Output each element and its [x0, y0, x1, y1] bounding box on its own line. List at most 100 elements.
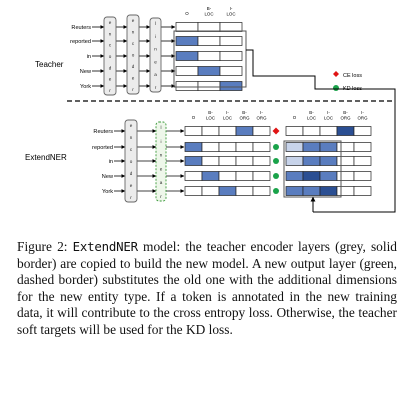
- teacher-header-label: LOC: [204, 12, 213, 17]
- teacher-soft-target-box: [173, 30, 247, 88]
- student-token: New: [102, 174, 114, 180]
- student-encoder-letter: e: [130, 123, 133, 128]
- student-encoder-letter: o: [130, 159, 133, 164]
- student-output-cell: [252, 171, 271, 181]
- teacher-encoder-2: [126, 14, 140, 95]
- teacher-output-cell: [175, 36, 199, 46]
- student-output-cell: [218, 126, 237, 136]
- student-output-cell: [218, 186, 237, 196]
- target-output-cell: [336, 171, 355, 181]
- target-output-cell: [336, 142, 355, 152]
- student-linear: [155, 121, 167, 202]
- target-output-cell: [353, 171, 372, 181]
- teacher-token: Reuters: [71, 25, 91, 31]
- target-output-cell: [285, 156, 304, 166]
- target-output-cell: [302, 186, 321, 196]
- student-label: ExtendNER: [25, 153, 67, 162]
- student-output-cell: [184, 186, 203, 196]
- target-output-cell: [302, 142, 321, 152]
- kd-loss-marker: [273, 188, 279, 194]
- teacher-encoder-letter: e: [109, 20, 112, 25]
- kd-loss-marker: [273, 158, 279, 164]
- student-token: reported: [92, 145, 113, 151]
- target-output-cell: [302, 126, 321, 136]
- student-output-cell: [184, 142, 203, 152]
- teacher-output-cell: [175, 81, 199, 91]
- student-header-label: LOC: [223, 116, 232, 121]
- target-output-cell: [336, 186, 355, 196]
- teacher-encoder-letter: e: [109, 77, 112, 82]
- teacher-encoder-2-letter: d: [132, 64, 135, 69]
- teacher-linear-letter: i: [155, 34, 156, 39]
- student-encoder-letter: d: [130, 171, 133, 176]
- student-output-cell: [235, 171, 254, 181]
- teacher-output-cell: [219, 22, 243, 32]
- teacher-encoder-2-letter: n: [132, 30, 135, 35]
- teacher-encoder: [103, 16, 117, 96]
- soft-target-feedback-arrow: [246, 49, 396, 213]
- student-output-cell: [235, 126, 254, 136]
- student-header-label: ORG: [256, 116, 267, 121]
- teacher-output-cell: [197, 22, 221, 32]
- student-token: in: [109, 159, 113, 165]
- extendner-model: ReutersreportedinNewYorkencoderlinearOB-…: [92, 110, 372, 203]
- kd-loss-legend-icon: [333, 85, 339, 91]
- teacher-output-cell: [219, 81, 243, 91]
- target-output-cell: [319, 156, 338, 166]
- teacher-encoder-2-letter: e: [132, 76, 135, 81]
- teacher-output-cell: [219, 51, 243, 61]
- student-output-cell: [201, 156, 220, 166]
- teacher-linear: [149, 17, 162, 93]
- student-output-cell: [201, 126, 220, 136]
- target-header-label: ORG: [340, 116, 351, 121]
- student-header-label: B-: [208, 110, 213, 115]
- student-output-cell: [201, 186, 220, 196]
- ce-loss-legend-label: CE loss: [343, 73, 362, 79]
- student-output-cell: [184, 156, 203, 166]
- target-output-cell: [285, 186, 304, 196]
- student-output-cell: [201, 171, 220, 181]
- caption-label: Figure 2:: [17, 239, 73, 254]
- student-linear-letter: n: [160, 153, 163, 158]
- student-output-cell: [235, 142, 254, 152]
- target-output-cell: [319, 142, 338, 152]
- teacher-header-label: B-: [207, 6, 212, 11]
- student-encoder-letter: n: [130, 135, 133, 140]
- teacher-output-cell: [219, 36, 243, 46]
- kd-loss-marker: [273, 144, 279, 150]
- teacher-model: ReutersreportedinNewYorkencoderencoderli…: [70, 6, 247, 96]
- student-linear-letter: e: [160, 166, 163, 171]
- student-output-cell: [184, 126, 203, 136]
- teacher-encoder-letter: o: [109, 54, 112, 59]
- target-output-cell: [336, 156, 355, 166]
- teacher-encoder-letter: r: [109, 88, 111, 93]
- teacher-output-cell: [197, 51, 221, 61]
- teacher-linear-letter: n: [154, 47, 157, 52]
- teacher-encoder-2-letter: o: [132, 53, 135, 58]
- teacher-linear-letter: r: [155, 85, 157, 90]
- teacher-output-cell: [219, 66, 243, 76]
- kd-loss-marker: [273, 173, 279, 179]
- ce-loss-marker: [272, 127, 280, 135]
- student-output-cell: [252, 142, 271, 152]
- target-header-label: B-: [343, 110, 348, 115]
- student-linear-letter: l: [160, 125, 161, 130]
- target-output-cell: [353, 156, 372, 166]
- target-header-label: I-: [327, 110, 330, 115]
- teacher-output-cell: [197, 36, 221, 46]
- student-header-label: O: [192, 115, 196, 120]
- teacher-header-label: LOC: [226, 12, 235, 17]
- student-encoder-letter: r: [130, 195, 132, 200]
- student-header-label: LOC: [206, 116, 215, 121]
- student-linear-letter: a: [160, 180, 163, 185]
- target-output-cell: [285, 171, 304, 181]
- target-header-label: O: [293, 115, 297, 120]
- target-output-cell: [336, 126, 355, 136]
- teacher-token: New: [80, 69, 92, 75]
- student-linear-letter: r: [160, 194, 162, 199]
- teacher-encoder-letter: d: [109, 65, 112, 70]
- student-output-cell: [252, 156, 271, 166]
- teacher-output-cell: [197, 81, 221, 91]
- target-header-label: LOC: [307, 116, 316, 121]
- target-output-cell: [302, 156, 321, 166]
